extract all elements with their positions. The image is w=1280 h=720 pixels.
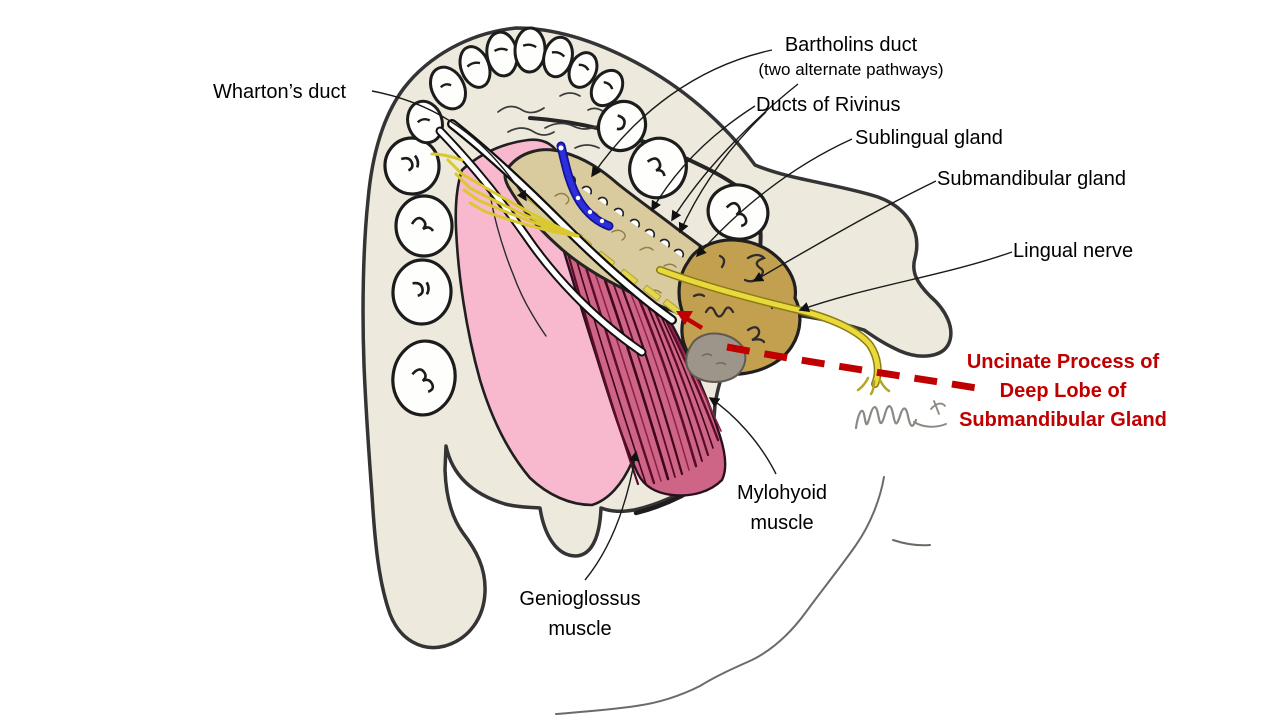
lingual-nerve-shape (430, 152, 891, 396)
label-pointer-lines (371, 49, 1013, 581)
red-dashed-pointer (726, 343, 984, 393)
whartons-duct-shape (435, 119, 677, 357)
label-submandibular-gland: Submandibular gland (937, 168, 1127, 190)
label-mylohyoid-muscle: Mylohyoid muscle (736, 482, 828, 534)
label-bartholins-duct: Bartholins duct (784, 34, 918, 56)
label-sublingual-gland: Sublingual gland (855, 127, 1003, 149)
uncinate-process-shape (685, 332, 747, 383)
pointer-whartons-duct (371, 90, 527, 202)
label-lingual-nerve: Lingual nerve (1013, 240, 1134, 262)
jaw-sketch-line (555, 476, 931, 715)
label-whartons-duct: Wharton’s duct (213, 81, 347, 103)
pointer-submandibular-gland (752, 180, 937, 282)
pointer-sublingual-gland (695, 138, 853, 258)
pointer-bartholins-path2 (671, 83, 799, 222)
pointer-mylohyoid-muscle (708, 397, 777, 475)
label-ducts-of-rivinus: Ducts of Rivinus (756, 94, 901, 116)
pointer-genioglossus-muscle (584, 450, 640, 581)
label-uncinate-process: Uncinate Process of Deep Lobe of Submand… (959, 351, 1167, 431)
pointer-ducts-of-rivinus-2 (678, 111, 767, 234)
tongue-crease (487, 179, 547, 337)
pointer-lingual-nerve (798, 251, 1013, 312)
pointer-bartholins-path1 (591, 49, 773, 178)
lingual-nerve-branches (430, 152, 580, 238)
pointer-ducts-of-rivinus-1 (651, 105, 756, 212)
artist-signature (854, 400, 947, 430)
label-bartholins-note: (two alternate pathways) (758, 60, 944, 79)
label-genioglossus-muscle: Genioglossus muscle (519, 588, 641, 640)
bartholins-duct-shape (556, 141, 614, 231)
